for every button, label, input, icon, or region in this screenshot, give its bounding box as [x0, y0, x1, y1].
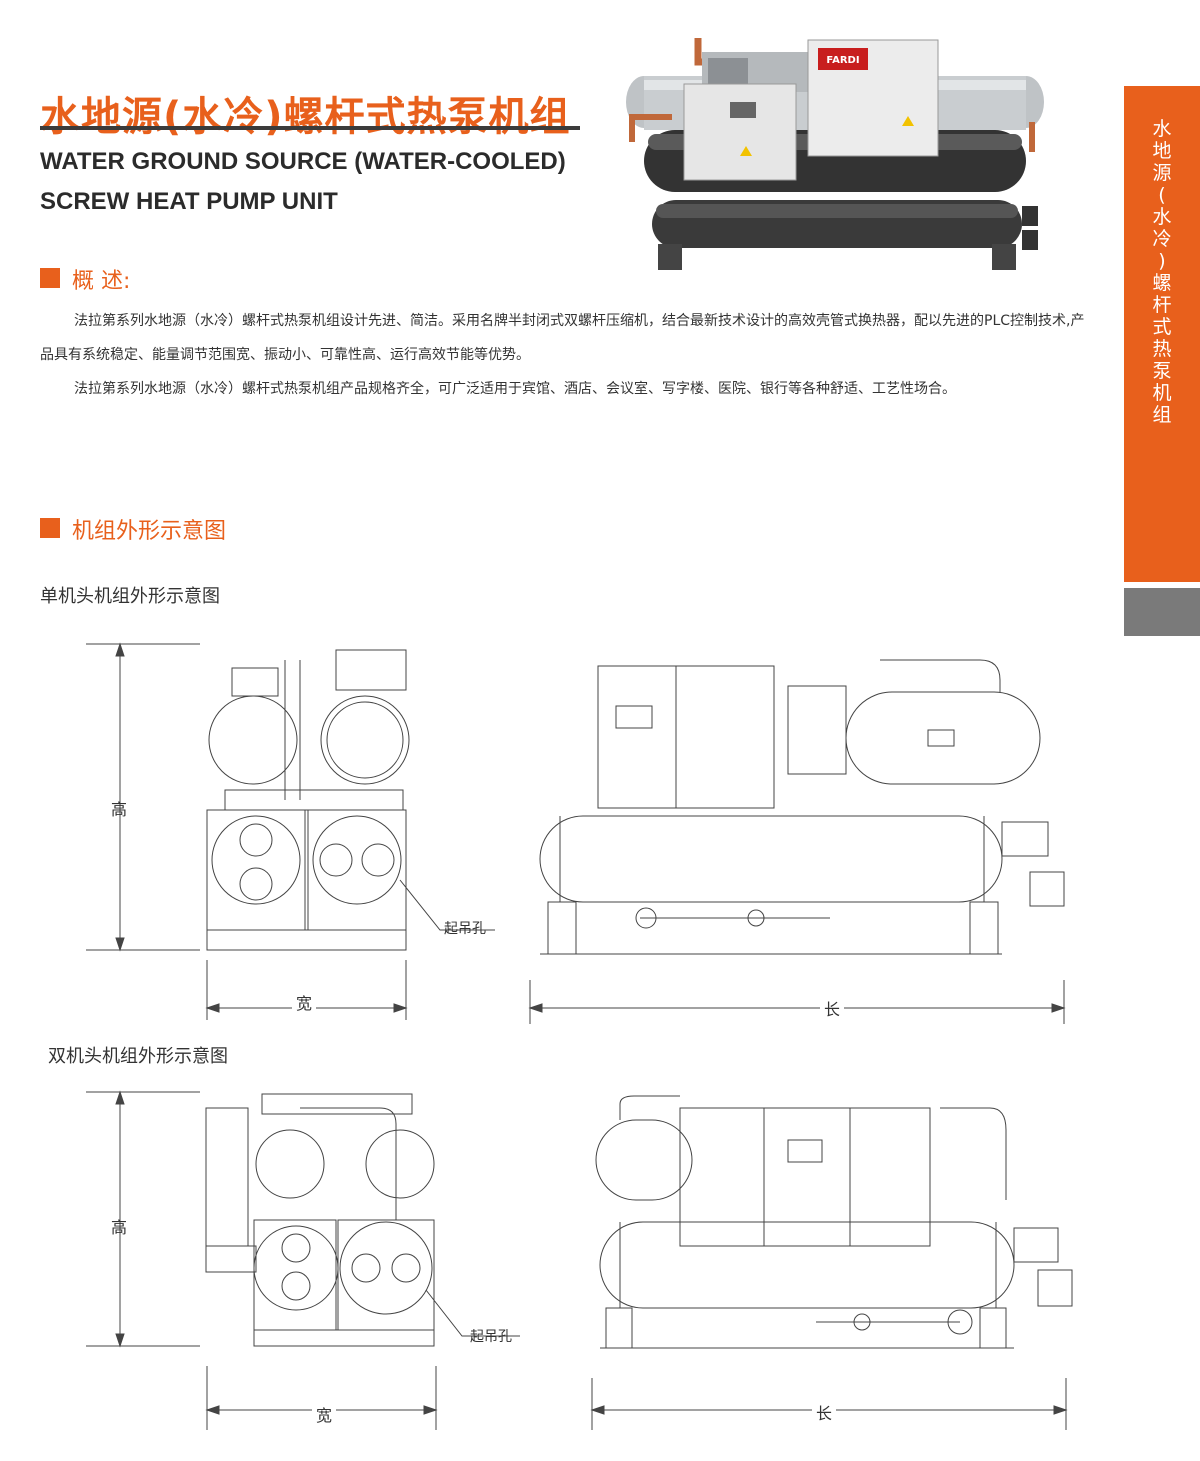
overview-paragraph: 法拉第系列水地源（水冷）螺杆式热泵机组产品规格齐全，可广泛适用于宾馆、酒店、会议… [74, 381, 956, 397]
overview-text: 法拉第系列水地源（水冷）螺杆式热泵机组设计先进、简洁。采用名牌半封闭式双螺杆压缩… [40, 304, 1090, 406]
overview-paragraph: 法拉第系列水地源（水冷）螺杆式热泵机组设计先进、简洁。采用名牌半封闭式双螺杆压缩… [40, 313, 1085, 363]
section-marker-square [40, 268, 60, 288]
double-side-view [590, 1095, 1073, 1430]
double-front-view [86, 1090, 520, 1430]
overview-heading: 概 述: [72, 269, 131, 294]
single-height-label: 高 [111, 800, 128, 819]
single-length-label: 长 [820, 996, 845, 1020]
double-height-label: 高 [111, 1218, 128, 1237]
single-side-view [528, 659, 1066, 1024]
page-title-en-line2: SCREW HEAT PUMP UNIT [40, 188, 338, 215]
brand-badge: FARDI [826, 55, 859, 66]
side-tab [1124, 86, 1200, 582]
side-tab-gray-block [1124, 588, 1200, 636]
page-title: 水地源(水冷)螺杆式热泵机组 [40, 94, 571, 140]
page-title-en-line1: WATER GROUND SOURCE (WATER-COOLED) [40, 148, 566, 175]
double-unit-title: 双机头机组外形示意图 [48, 1046, 228, 1067]
single-lifting-hole-label: 起吊孔 [444, 921, 486, 937]
single-front-view [86, 642, 495, 1020]
outline-drawings [86, 642, 1073, 1430]
double-lifting-hole-label: 起吊孔 [470, 1329, 512, 1345]
single-unit-title: 单机头机组外形示意图 [40, 586, 220, 607]
product-photo: FARDI [626, 38, 1044, 270]
double-length-label: 长 [812, 1400, 837, 1424]
outline-heading: 机组外形示意图 [72, 519, 227, 544]
single-width-label: 宽 [292, 990, 317, 1014]
title-underline [40, 126, 580, 130]
section-marker-square [40, 518, 60, 538]
double-width-label: 宽 [312, 1402, 337, 1426]
side-tab-text: 水地源(水冷)螺杆式热泵机组 [1152, 118, 1172, 426]
